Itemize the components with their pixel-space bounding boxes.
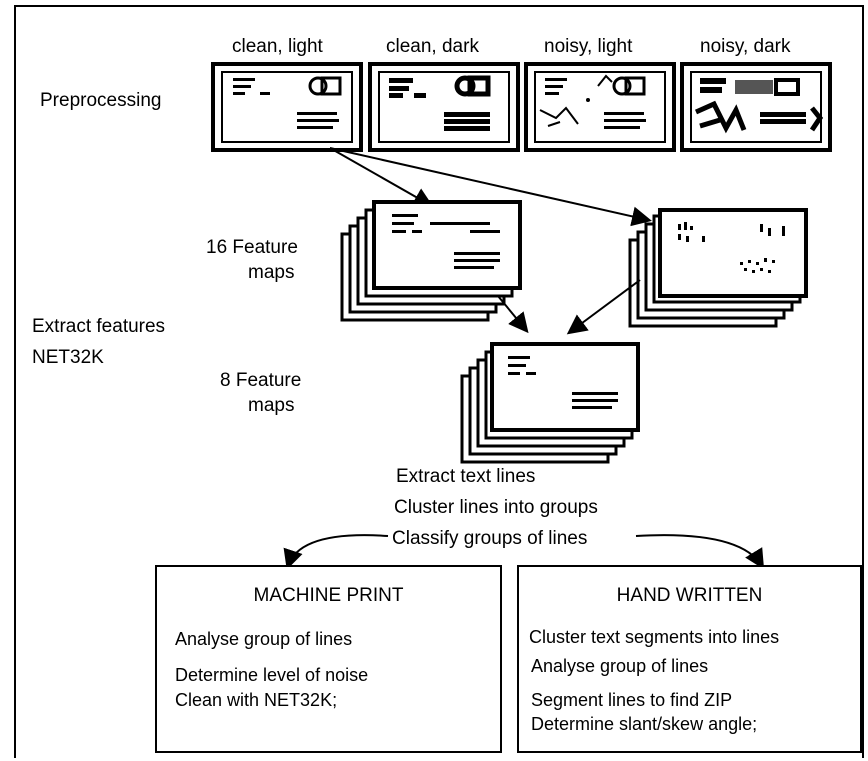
diagram-frame [14, 5, 864, 758]
step-extract-text-lines: Extract text lines [396, 466, 536, 487]
feature-maps-16-label-line1: 16 Feature [206, 237, 298, 258]
feature-maps-8-label-line1: 8 Feature [220, 370, 302, 391]
machine-print-box: MACHINE PRINT Analyse group of lines Det… [155, 565, 502, 753]
variant-label-noisy-dark: noisy, dark [700, 36, 791, 57]
hand-written-step: Cluster text segments into lines [529, 627, 780, 647]
stage-label-extract-features: Extract features [32, 316, 166, 337]
machine-print-step: Analyse group of lines [175, 629, 353, 649]
hand-written-step: Determine slant/skew angle; [531, 714, 758, 734]
machine-print-step: Determine level of noise [175, 665, 369, 685]
variant-label-clean-dark: clean, dark [386, 36, 479, 57]
variant-label-noisy-light: noisy, light [544, 36, 633, 57]
hand-written-box: HAND WRITTEN Cluster text segments into … [517, 565, 862, 753]
feature-map-stack-16-right [628, 208, 808, 328]
hand-written-step: Segment lines to find ZIP [531, 690, 733, 710]
machine-print-step: Clean with NET32K; [175, 690, 338, 710]
stage-label-preprocessing: Preprocessing [40, 90, 162, 111]
feature-map-stack-8 [460, 342, 640, 464]
feature-maps-8-label-line2: maps [248, 395, 295, 416]
step-cluster-lines: Cluster lines into groups [394, 497, 598, 518]
thumbnail-clean-dark [368, 62, 520, 152]
step-classify-groups: Classify groups of lines [392, 528, 588, 549]
hand-written-title: HAND WRITTEN [616, 585, 763, 606]
hand-written-step: Analyse group of lines [531, 656, 709, 676]
machine-print-title: MACHINE PRINT [253, 585, 404, 606]
thumbnail-noisy-light [524, 62, 676, 152]
feature-maps-16-label-line2: maps [248, 262, 295, 283]
thumbnail-noisy-dark [680, 62, 832, 152]
stage-label-net32k: NET32K [32, 347, 104, 368]
thumbnail-clean-light [211, 62, 363, 152]
feature-map-stack-16-left [340, 200, 522, 322]
variant-label-clean-light: clean, light [232, 36, 323, 57]
